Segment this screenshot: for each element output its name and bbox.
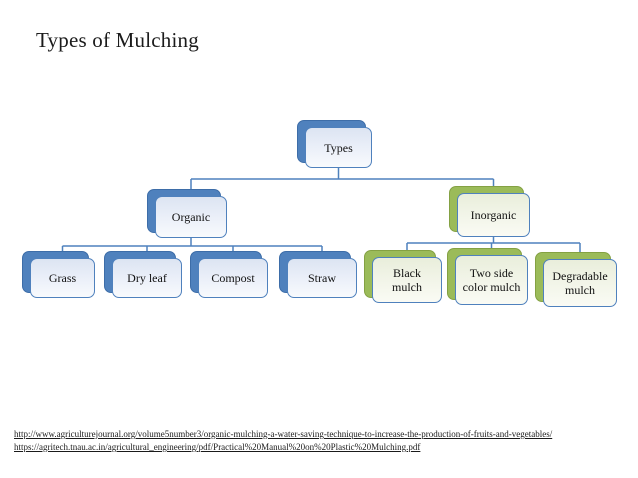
node-degradable-mulch-label: Degradable mulch (552, 269, 608, 297)
node-compost-card: Compost (198, 258, 268, 298)
node-black-mulch: Black mulch (364, 250, 442, 303)
reference-link-2[interactable]: https://agritech.tnau.ac.in/agricultural… (14, 442, 421, 452)
node-organic: Organic (147, 189, 227, 238)
node-degradable-mulch-card: Degradable mulch (543, 259, 617, 307)
node-straw-card: Straw (287, 258, 357, 298)
node-two-side-color-mulch-label: Two side color mulch (462, 266, 521, 294)
node-organic-label: Organic (171, 210, 211, 224)
node-straw-label: Straw (308, 271, 336, 285)
node-degradable-mulch: Degradable mulch (535, 252, 617, 307)
page-title: Types of Mulching (36, 28, 199, 52)
node-grass: Grass (22, 251, 95, 298)
node-compost-label: Compost (211, 271, 255, 285)
node-inorganic-label: Inorganic (470, 208, 517, 222)
node-black-mulch-label: Black mulch (392, 266, 422, 294)
node-inorganic: Inorganic (449, 186, 530, 237)
reference-link-1[interactable]: http://www.agriculturejournal.org/volume… (14, 429, 553, 439)
node-types-card: Types (305, 127, 372, 168)
node-black-mulch-card: Black mulch (372, 257, 442, 303)
node-organic-card: Organic (155, 196, 227, 238)
node-compost: Compost (190, 251, 268, 298)
node-dry-leaf-card: Dry leaf (112, 258, 182, 298)
node-two-side-color-mulch: Two side color mulch (447, 248, 528, 305)
node-types: Types (297, 120, 372, 168)
node-grass-label: Grass (48, 271, 77, 285)
node-two-side-color-mulch-card: Two side color mulch (455, 255, 528, 305)
node-inorganic-card: Inorganic (457, 193, 530, 237)
node-types-label: Types (324, 140, 353, 155)
reference-links: http://www.agriculturejournal.org/volume… (14, 428, 552, 454)
node-dry-leaf-label: Dry leaf (127, 271, 167, 285)
node-grass-card: Grass (30, 258, 95, 298)
node-straw: Straw (279, 251, 357, 298)
node-dry-leaf: Dry leaf (104, 251, 182, 298)
